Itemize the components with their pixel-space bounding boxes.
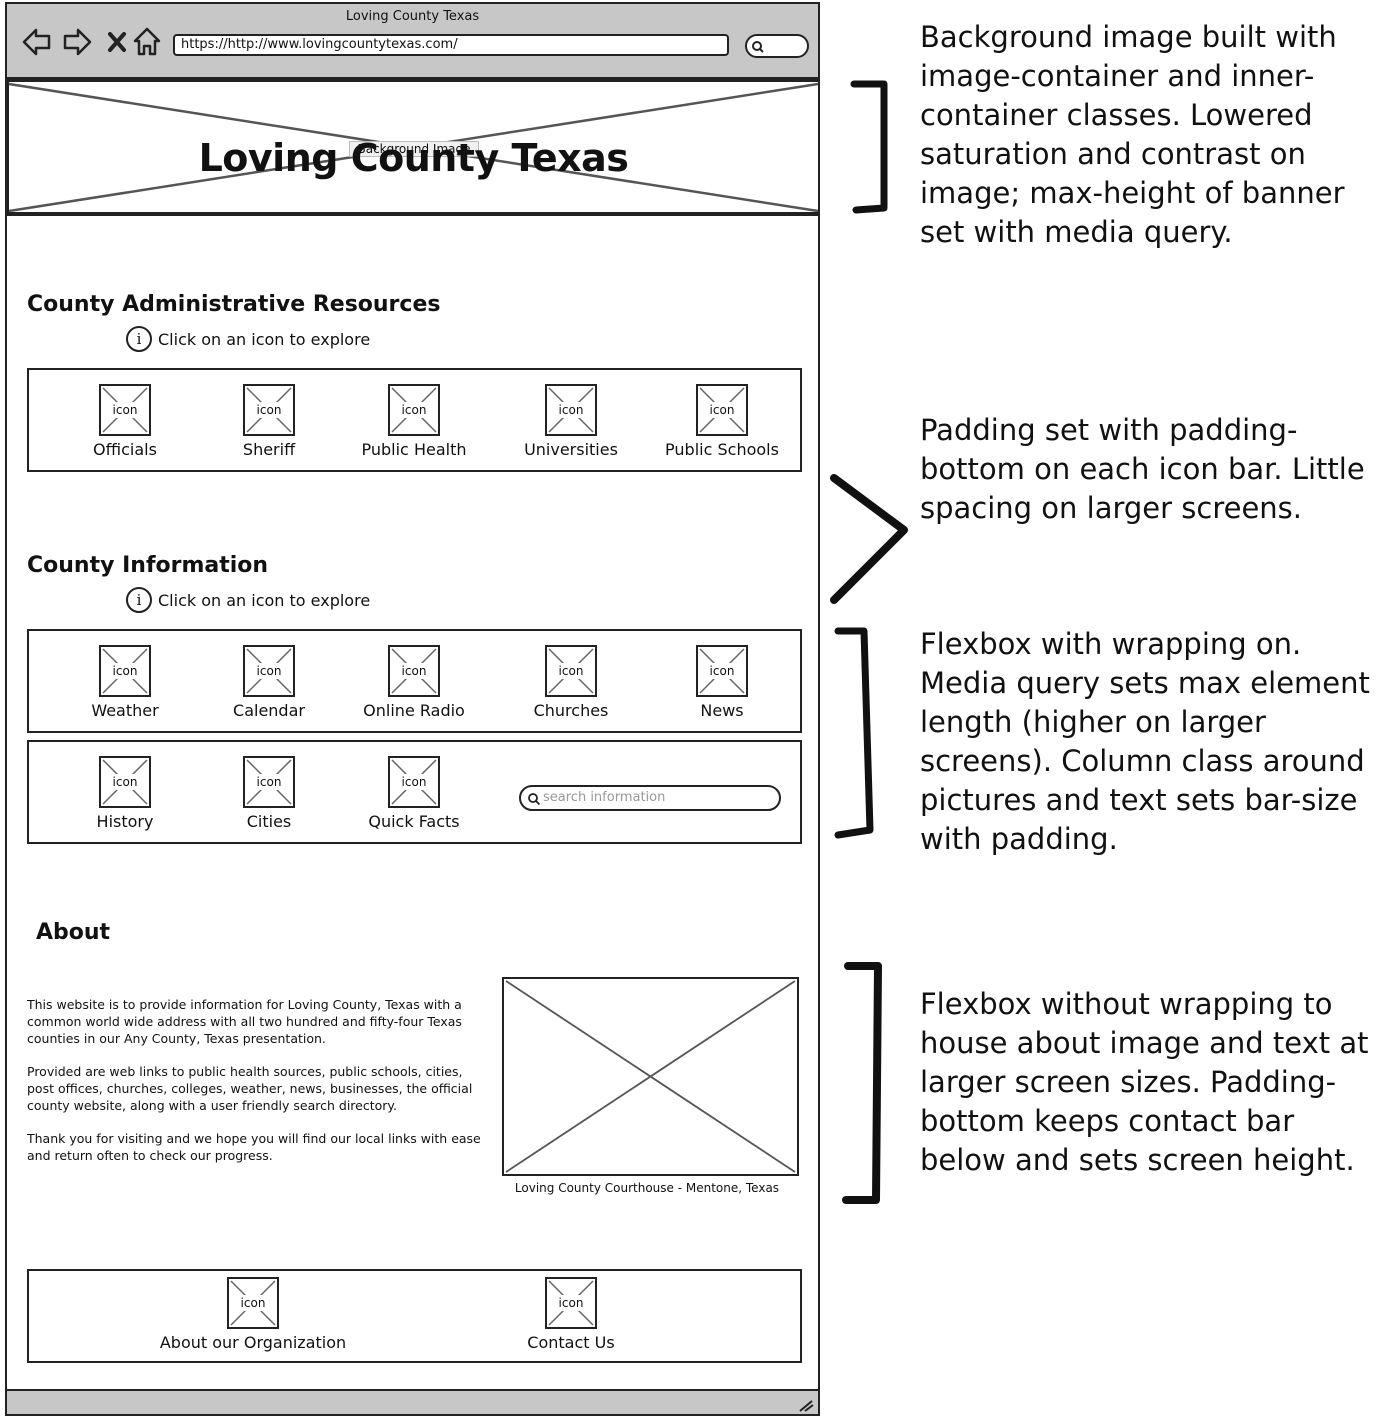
search-placeholder: search information	[543, 790, 666, 805]
tile-quick-facts[interactable]: icon Quick Facts	[344, 756, 484, 831]
tile-weather[interactable]: icon Weather	[55, 645, 195, 720]
tile-public-schools[interactable]: icon Public Schools	[652, 384, 792, 459]
tile-public-health[interactable]: icon Public Health	[344, 384, 484, 459]
annotation-flexbox-nowrap: Flexbox without wrapping to house about …	[920, 987, 1369, 1177]
tile-sheriff[interactable]: icon Sheriff	[199, 384, 339, 459]
home-icon[interactable]	[131, 26, 163, 58]
churches-icon: icon	[545, 645, 597, 697]
tile-label: Quick Facts	[368, 812, 460, 831]
tile-label: News	[700, 701, 744, 720]
about-paragraph: This website is to provide information f…	[27, 997, 462, 1046]
admin-section-hint: i Click on an icon to explore	[126, 326, 370, 352]
resize-grip-icon[interactable]	[796, 1398, 814, 1412]
info-section-heading: County Information	[27, 553, 269, 578]
tile-officials[interactable]: icon Officials	[55, 384, 195, 459]
admin-section-heading: County Administrative Resources	[27, 292, 441, 317]
bracket-icon	[834, 627, 874, 839]
tile-label: Sheriff	[242, 440, 296, 459]
about-text: This website is to provide information f…	[27, 996, 487, 1180]
window-title: Loving County Texas	[345, 9, 480, 24]
quick-facts-icon: icon	[388, 756, 440, 808]
annotation-padding: Padding set with padding-bottom on each …	[920, 413, 1365, 525]
tile-online-radio[interactable]: icon Online Radio	[344, 645, 484, 720]
tile-label: Online Radio	[363, 701, 465, 720]
bracket-icon	[842, 962, 882, 1204]
online-radio-icon: icon	[388, 645, 440, 697]
banner-image-label: Background Image	[349, 141, 479, 157]
hint-text: Click on an icon to explore	[158, 590, 371, 610]
admin-icon-bar: icon Officials icon Sheriff icon Public …	[27, 368, 802, 472]
about-paragraph: Thank you for visiting and we hope you w…	[27, 1131, 481, 1163]
address-bar[interactable]: https://http://www.lovingcountytexas.com…	[173, 34, 729, 56]
browser-titlebar: Loving County Texas https://http://www.l…	[7, 4, 818, 80]
info-icon: i	[126, 326, 152, 352]
hero-banner: Background Image Loving County Texas	[7, 80, 820, 216]
forward-arrow-icon[interactable]	[61, 26, 93, 58]
tile-history[interactable]: icon History	[55, 756, 195, 831]
banner-title: Loving County Texas	[198, 136, 629, 180]
tile-label: Universities	[524, 440, 618, 459]
contact-us-icon: icon	[545, 1277, 597, 1329]
tile-about-organization[interactable]: icon About our Organization	[160, 1277, 346, 1352]
tile-label: Contact Us	[527, 1333, 615, 1352]
universities-icon: icon	[545, 384, 597, 436]
annotation-banner: Background image built with image-contai…	[920, 20, 1345, 249]
calendar-icon: icon	[243, 645, 295, 697]
tile-contact-us[interactable]: icon Contact Us	[501, 1277, 641, 1352]
image-caption: Loving County Courthouse - Mentone, Texa…	[514, 1181, 780, 1195]
tile-churches[interactable]: icon Churches	[501, 645, 641, 720]
search-icon	[528, 793, 541, 806]
tile-cities[interactable]: icon Cities	[199, 756, 339, 831]
footer-icon-bar: icon About our Organization icon Contact…	[27, 1269, 802, 1363]
tile-news[interactable]: icon News	[652, 645, 792, 720]
public-schools-icon: icon	[696, 384, 748, 436]
tile-label: Churches	[533, 701, 609, 720]
tile-label: About our Organization	[159, 1333, 347, 1352]
tile-label: Calendar	[233, 701, 305, 720]
tile-label: Weather	[91, 701, 159, 720]
info-icon: i	[126, 587, 152, 613]
info-icon-bar-row2: icon History icon Cities icon Quick Fact…	[27, 740, 802, 844]
courthouse-image-placeholder	[502, 977, 799, 1176]
search-icon	[752, 41, 764, 53]
news-icon: icon	[696, 645, 748, 697]
search-information-input[interactable]: search information	[519, 785, 781, 811]
public-health-icon: icon	[388, 384, 440, 436]
browser-statusbar	[7, 1389, 818, 1414]
about-heading: About	[36, 920, 111, 945]
browser-window: Loving County Texas https://http://www.l…	[5, 2, 820, 1416]
tile-label: History	[96, 812, 154, 831]
tile-universities[interactable]: icon Universities	[501, 384, 641, 459]
history-icon: icon	[99, 756, 151, 808]
browser-search-field[interactable]	[745, 34, 809, 58]
tile-label: Cities	[246, 812, 292, 831]
tile-calendar[interactable]: icon Calendar	[199, 645, 339, 720]
tile-label: Public Health	[361, 440, 467, 459]
back-arrow-icon[interactable]	[21, 26, 53, 58]
annotation-flexbox-wrap: Flexbox with wrapping on. Media query se…	[920, 627, 1370, 856]
tile-label: Public Schools	[665, 440, 779, 459]
about-paragraph: Provided are web links to public health …	[27, 1064, 473, 1113]
cities-icon: icon	[243, 756, 295, 808]
sheriff-icon: icon	[243, 384, 295, 436]
weather-icon: icon	[99, 645, 151, 697]
bracket-icon	[850, 80, 888, 214]
about-organization-icon: icon	[227, 1277, 279, 1329]
hint-text: Click on an icon to explore	[158, 329, 371, 349]
close-x-icon[interactable]	[101, 26, 133, 58]
chevron-right-icon	[830, 474, 908, 604]
info-icon-bar-row1: icon Weather icon Calendar icon Online R…	[27, 629, 802, 733]
officials-icon: icon	[99, 384, 151, 436]
tile-label: Officials	[93, 440, 157, 459]
info-section-hint: i Click on an icon to explore	[126, 587, 370, 613]
